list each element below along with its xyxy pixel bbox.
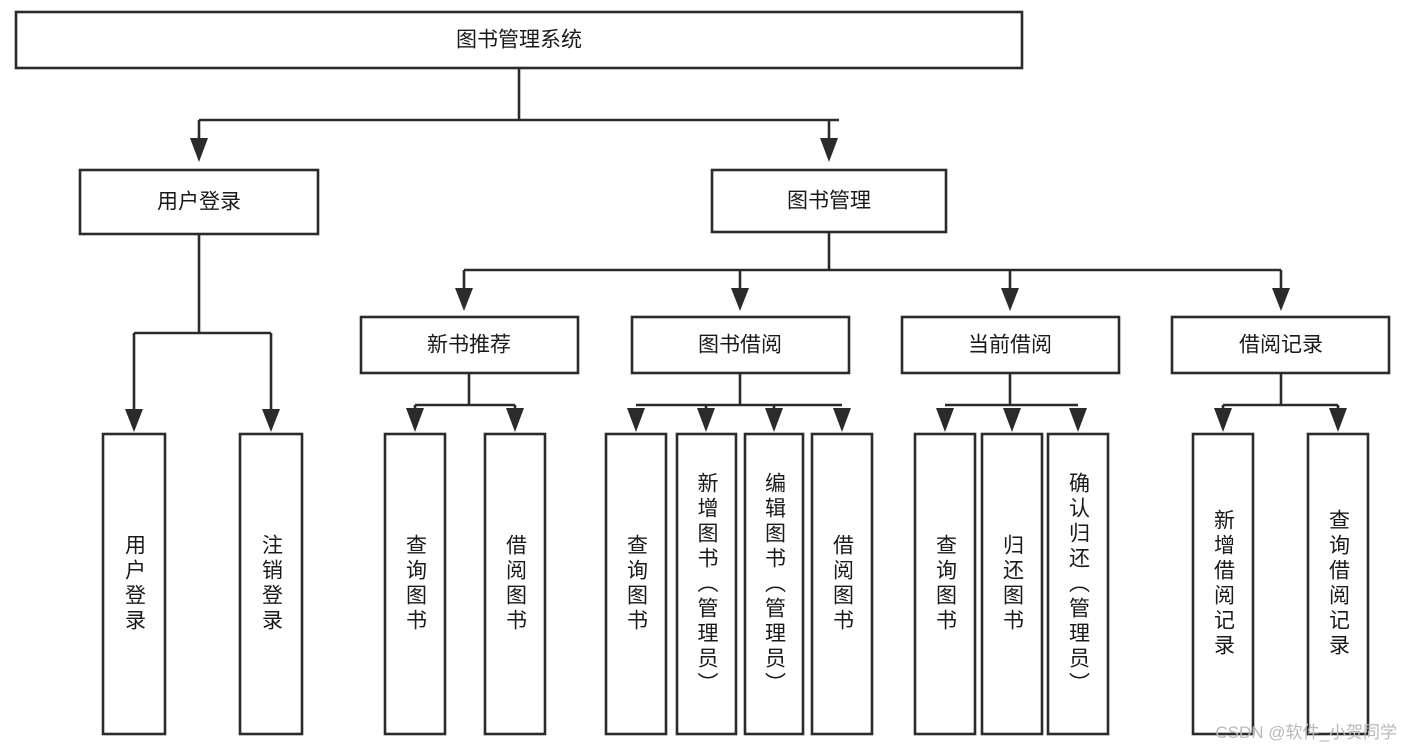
leaf-node-add-borrow-record[interactable] [1191,432,1255,736]
edge-group-book-borrow [627,373,851,432]
node-label-root: 图书管理系统 [456,29,582,52]
edge-group-current-borrow [936,373,1087,432]
node-current-borrow[interactable]: 当前借阅 [900,315,1121,375]
arrow-borrow-to-lend [833,408,851,432]
node-box-root[interactable] [14,10,1024,70]
node-new-book-recommend[interactable]: 新书推荐 [359,315,580,375]
arrow-bookmgmt-to-current [1001,288,1019,311]
leaf-node-confirm-return-admin[interactable] [1046,432,1110,736]
arrow-newbook-to-query [406,408,424,432]
node-box-current-borrow[interactable] [900,315,1121,375]
leaf-box-borrow-book-1[interactable] [483,432,547,736]
leaf-node-borrow-book-2[interactable] [810,432,874,736]
leaf-node-query-book-3[interactable] [913,432,977,736]
leaf-node-add-book-admin[interactable] [675,432,738,736]
leaf-node-query-book-2[interactable] [604,432,668,736]
node-box-book-management[interactable] [710,168,948,234]
edge-group-borrow-record [1214,373,1347,432]
node-book-borrow[interactable]: 图书借阅 [630,315,851,375]
leaf-box-add-borrow-record[interactable] [1191,432,1255,736]
node-box-user-login[interactable] [78,168,320,236]
arrow-bookmgmt-to-record [1272,288,1290,311]
leaf-box-borrow-book-2[interactable] [810,432,874,736]
node-root-system[interactable]: 图书管理系统 [14,10,1024,70]
leaf-box-query-book-2[interactable] [604,432,668,736]
edge-group-book-management [455,232,1290,311]
leaf-box-return-book[interactable] [980,432,1044,736]
arrow-current-to-confirm [1069,408,1087,432]
arrow-current-to-query [936,408,954,432]
leaf-box-edit-book-admin[interactable] [743,432,805,736]
leaf-box-confirm-return-admin[interactable] [1046,432,1110,736]
arrow-bookmgmt-to-borrow [731,288,749,311]
node-box-book-borrow[interactable] [630,315,851,375]
arrow-borrow-to-query [627,408,645,432]
arrow-userlogin-to-logout [262,409,280,432]
node-box-new-book-recommend[interactable] [359,315,580,375]
arrow-newbook-to-borrow [506,408,524,432]
node-label-borrow-record: 借阅记录 [1239,334,1323,357]
leaf-node-query-book-1[interactable] [383,432,447,736]
edge-group-user-login [125,234,280,432]
leaf-box-user-login[interactable] [101,432,167,736]
leaf-node-borrow-book-1[interactable] [483,432,547,736]
node-box-borrow-record[interactable] [1170,315,1391,375]
leaf-box-query-book-1[interactable] [383,432,447,736]
arrow-borrow-to-add [697,408,715,432]
node-label-current-borrow: 当前借阅 [968,334,1052,357]
node-book-management[interactable]: 图书管理 [710,168,948,234]
leaf-box-query-book-3[interactable] [913,432,977,736]
arrow-current-to-return [1003,408,1021,432]
node-label-book-borrow: 图书借阅 [698,334,782,357]
arrow-root-to-book-mgmt [820,138,838,162]
arrow-root-to-user-login [190,138,208,162]
leaf-node-logout[interactable] [238,432,304,736]
node-label-new-book-recommend: 新书推荐 [427,334,511,357]
arrow-userlogin-to-login [125,409,143,432]
arrow-borrow-to-edit [765,408,783,432]
leaf-box-query-borrow-record[interactable] [1306,432,1370,736]
node-label-book-management: 图书管理 [787,190,871,213]
leaf-box-logout[interactable] [238,432,304,736]
edge-group-root [190,68,839,162]
leaf-node-edit-book-admin[interactable] [743,432,805,736]
arrow-record-to-add [1214,408,1232,432]
leaf-node-query-borrow-record[interactable] [1306,432,1370,736]
node-borrow-record[interactable]: 借阅记录 [1170,315,1391,375]
leaf-node-user-login[interactable] [101,432,167,736]
arrow-record-to-query [1329,408,1347,432]
edge-group-new-book [406,373,524,432]
arrow-bookmgmt-to-newbook [455,288,473,311]
leaf-node-return-book[interactable] [980,432,1044,736]
leaf-box-add-book-admin[interactable] [675,432,738,736]
node-user-login[interactable]: 用户登录 [78,168,320,236]
watermark-text: CSDN @软件_小贺同学 [1215,723,1397,742]
node-label-user-login: 用户登录 [157,191,241,214]
